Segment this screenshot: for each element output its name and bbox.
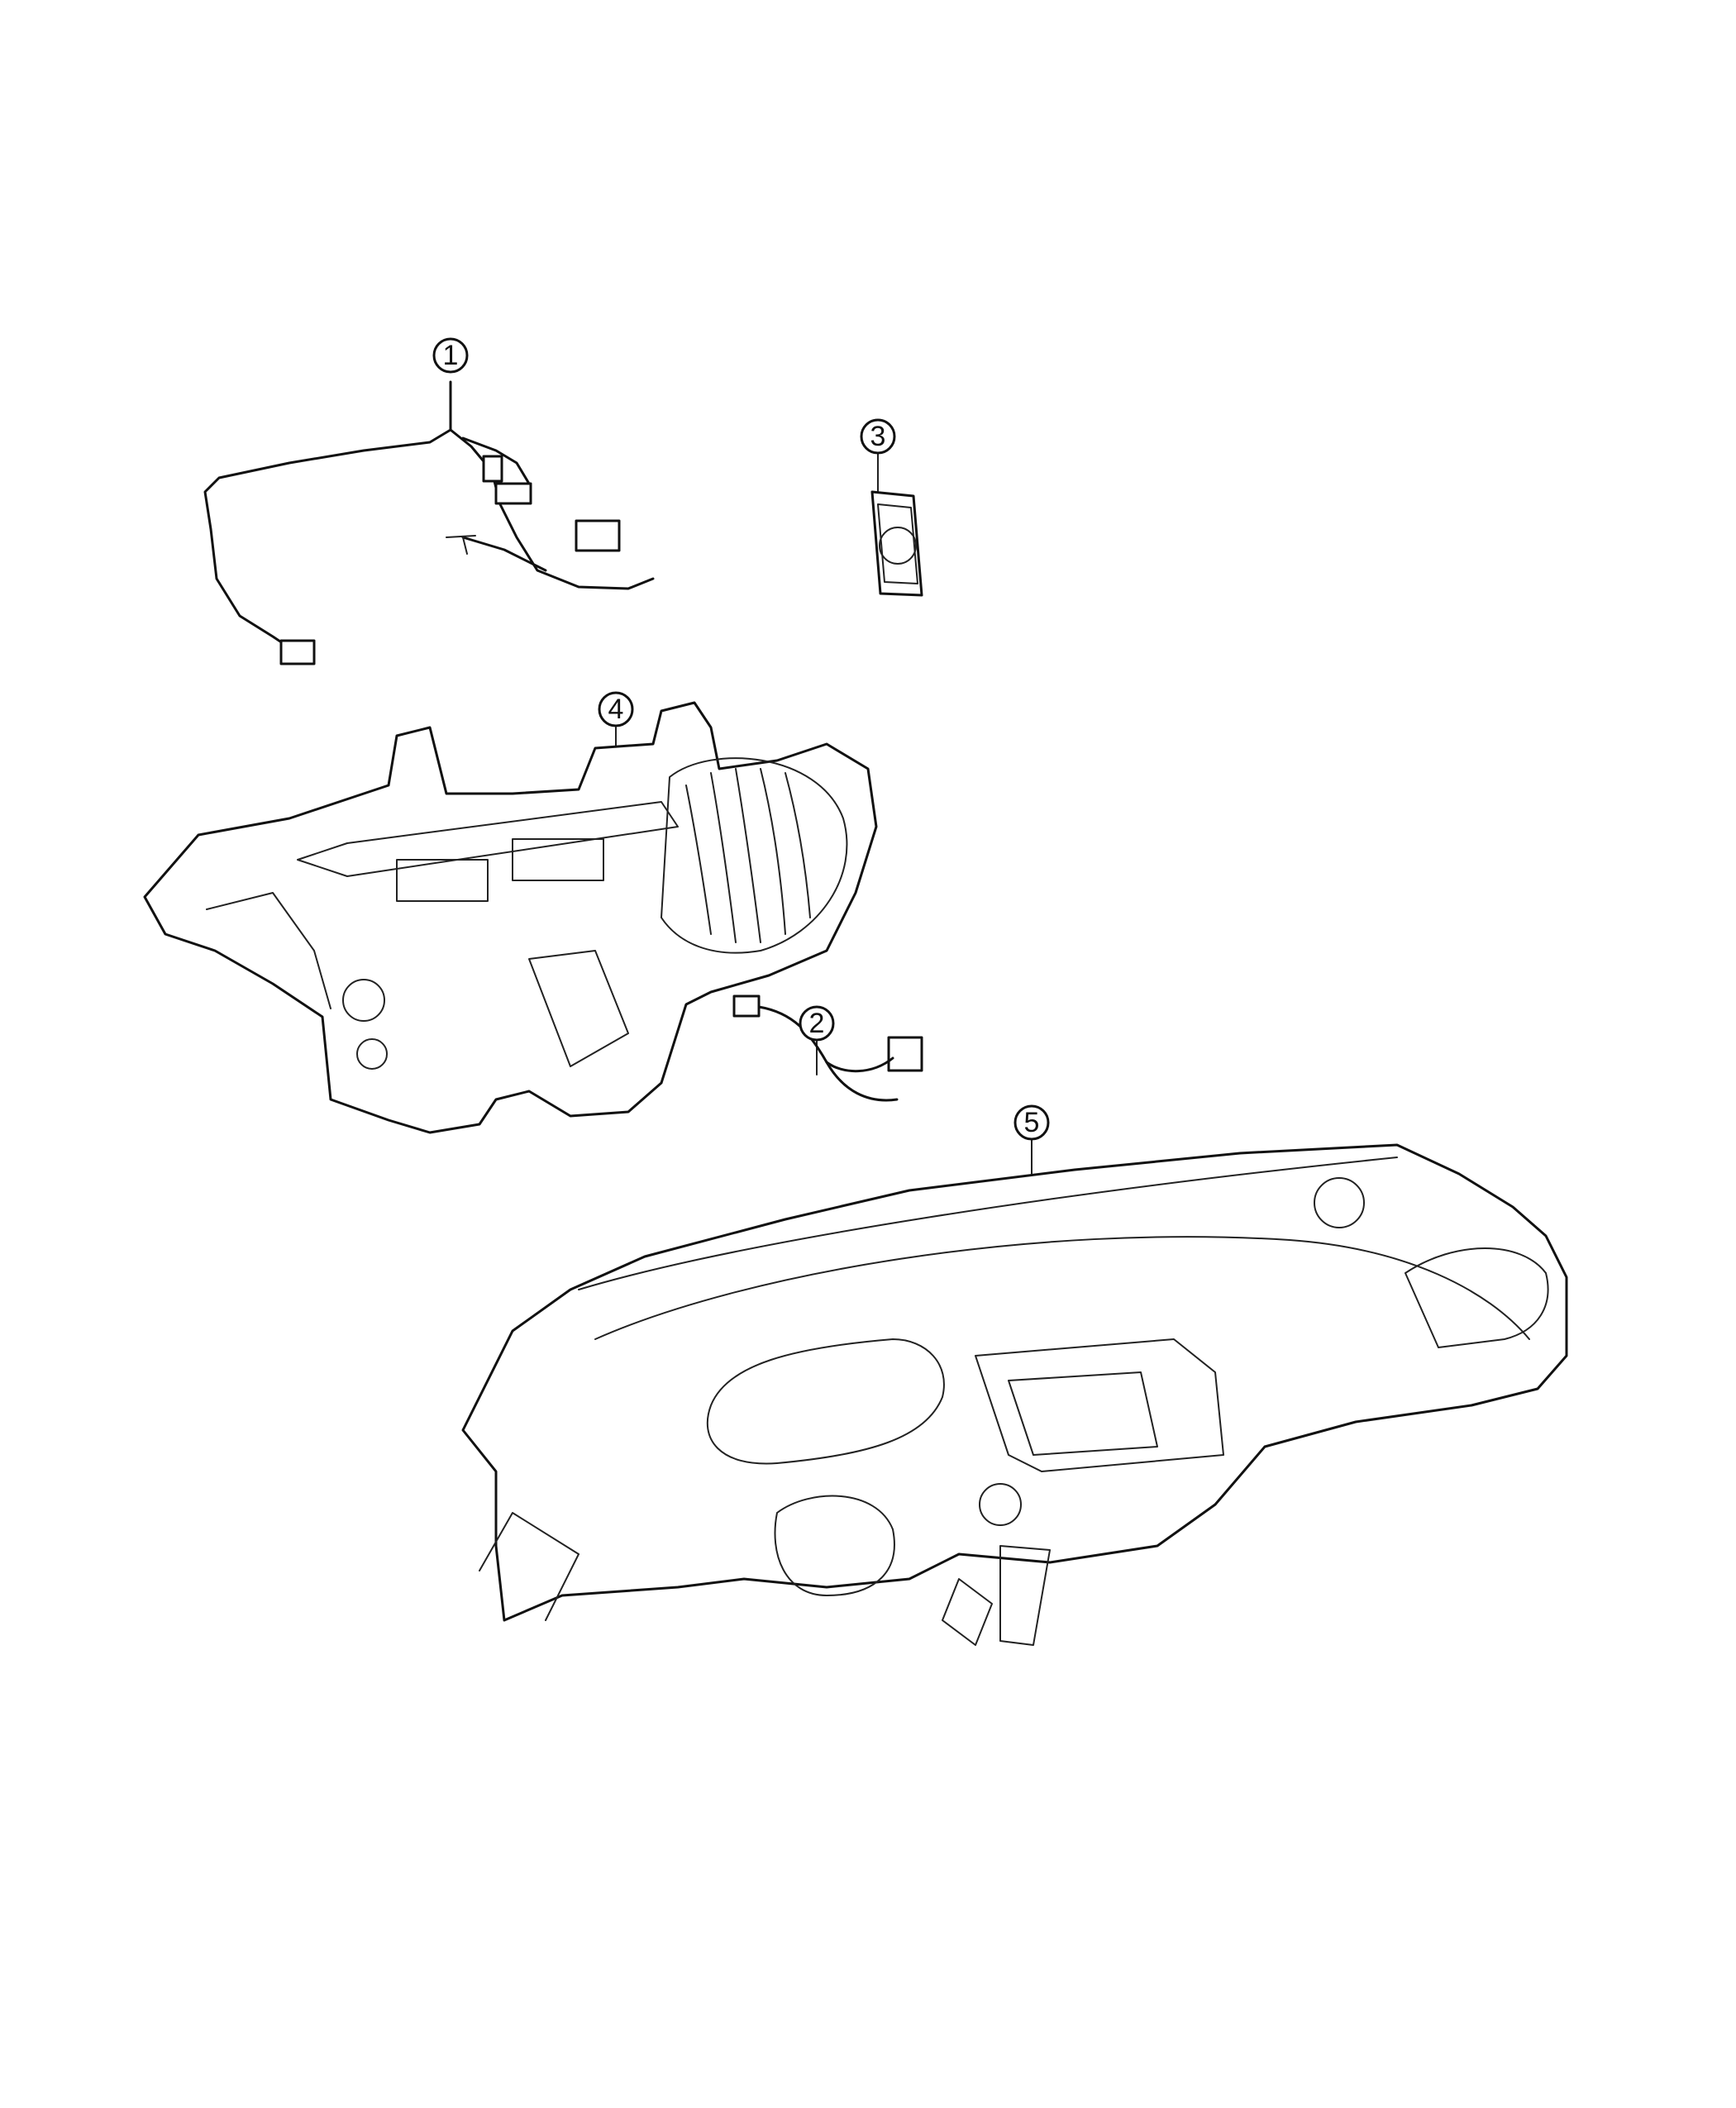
callout-5: 5: [1013, 1104, 1050, 1141]
instrument-panel-part[interactable]: [461, 1138, 1568, 1646]
hvac-housing-part[interactable]: [143, 701, 878, 1134]
callout-4-label: 4: [608, 694, 624, 725]
callout-2: 2: [799, 1005, 835, 1042]
connector-pigtail-part[interactable]: [732, 994, 923, 1102]
callout-3-label: 3: [870, 421, 886, 452]
callout-1: 1: [432, 337, 469, 374]
callout-4: 4: [598, 691, 634, 727]
control-module-part[interactable]: [870, 452, 923, 597]
callout-3: 3: [860, 418, 896, 455]
callout-5-label: 5: [1024, 1107, 1040, 1138]
callout-1-label: 1: [443, 340, 459, 371]
callout-2-label: 2: [809, 1008, 825, 1039]
wiring-harness-part[interactable]: [203, 380, 655, 665]
